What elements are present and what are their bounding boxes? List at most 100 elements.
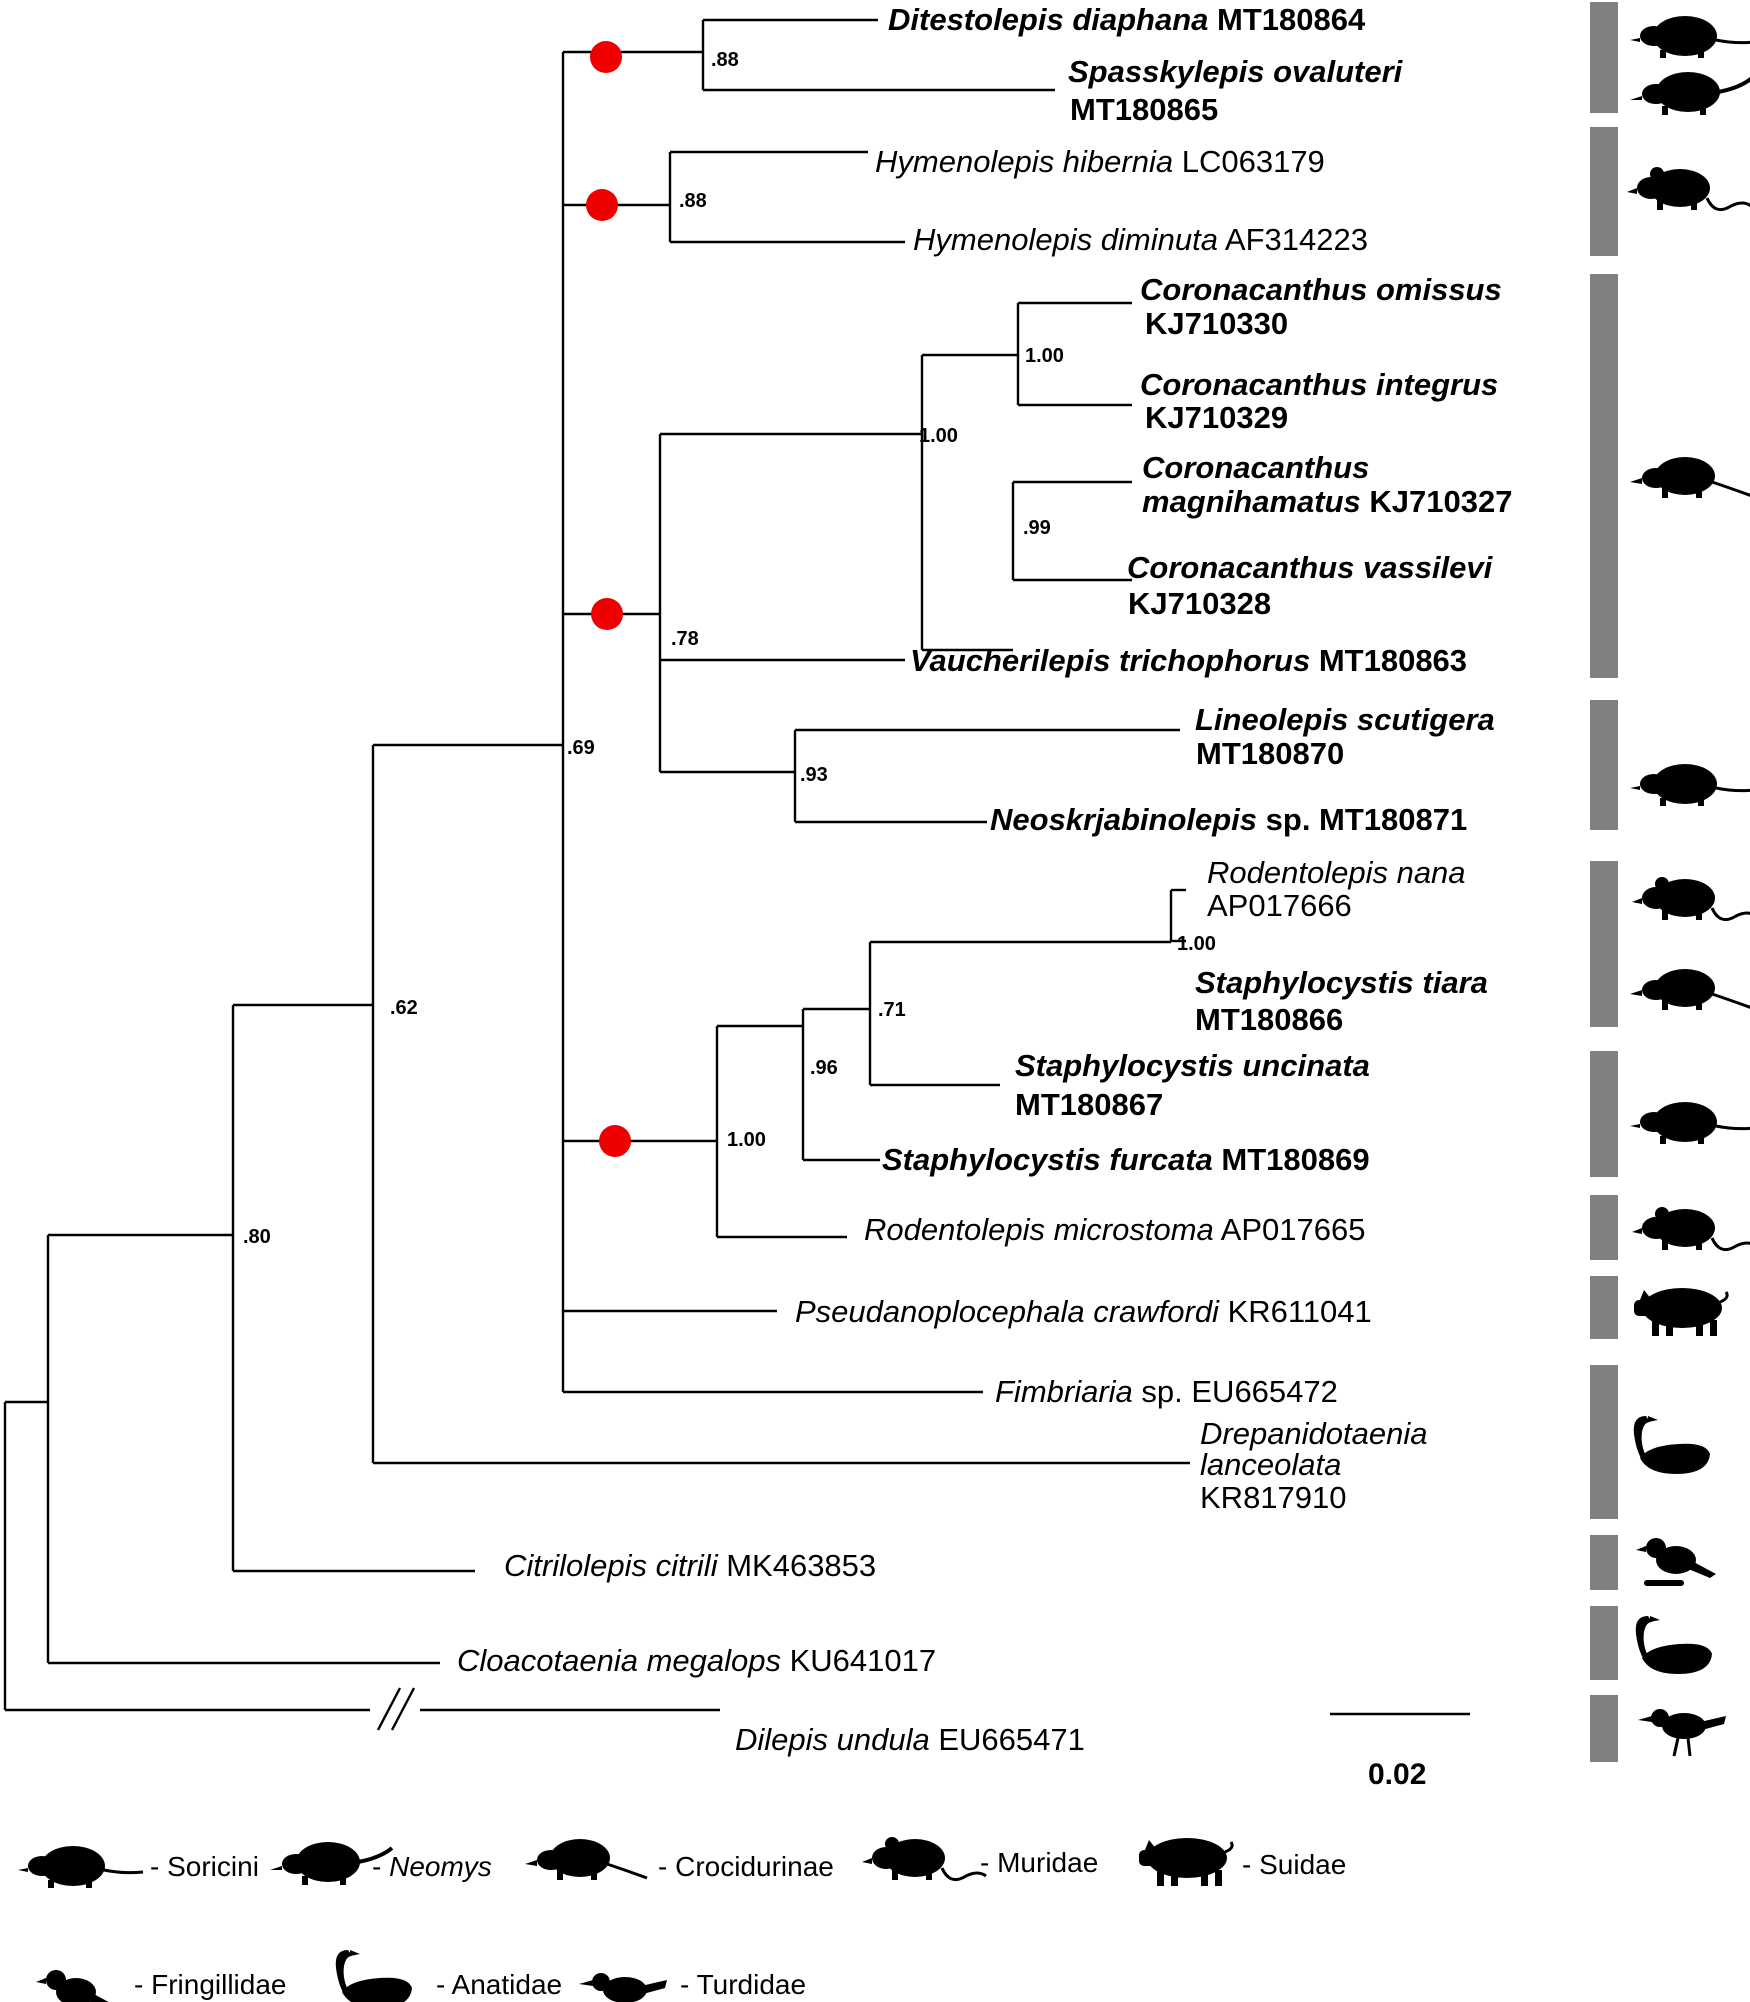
crocidurinae-shrew-icon <box>523 1837 649 1882</box>
scale-bar-label: 0.02 <box>1368 1758 1426 1791</box>
tip-label: Coronacanthus <box>1142 450 1369 485</box>
tip-label: Vaucherilepis trichophorus MT180863 <box>910 643 1467 678</box>
tip-accession: MT180865 <box>1070 92 1218 127</box>
host-bar <box>1590 127 1618 256</box>
legend-label: - Turdidae <box>680 1969 806 2000</box>
support-value: .78 <box>671 628 699 650</box>
host-bar <box>1590 1365 1618 1519</box>
crocidurinae-shrew-icon <box>1628 455 1750 500</box>
support-value: 1.00 <box>1025 345 1064 367</box>
support-value: .88 <box>679 190 707 212</box>
tip-label: Staphylocystis furcata MT180869 <box>882 1142 1370 1177</box>
support-value: .71 <box>878 999 906 1021</box>
tip-label: Citrilolepis citrili MK463853 <box>504 1548 876 1583</box>
tip-label: Coronacanthus omissus <box>1140 272 1502 307</box>
tip-label: Fimbriaria sp. EU665472 <box>995 1374 1338 1409</box>
node-marker <box>591 598 623 630</box>
tip-labels: Ditestolepis diaphana MT180864Spasskylep… <box>457 2 1512 1757</box>
tip-label: Hymenolepis diminuta AF314223 <box>913 222 1368 257</box>
scale-bar: 0.02 <box>1330 1712 1470 1791</box>
tip-accession: MT180870 <box>1196 736 1344 771</box>
turdidae-thrush-icon <box>1636 1707 1728 1758</box>
tree-branches <box>3 18 1190 1731</box>
support-value: 1.00 <box>919 425 958 447</box>
muridae-mouse-icon <box>1625 165 1750 212</box>
host-bar <box>1590 1606 1618 1680</box>
tip-label: Staphylocystis uncinata <box>1015 1048 1370 1083</box>
fringillidae-finch-icon <box>1636 1538 1716 1586</box>
support-value: .96 <box>810 1057 838 1079</box>
muridae-mouse-icon <box>860 1835 988 1882</box>
crocidurinae-shrew-icon <box>1628 967 1750 1012</box>
axis-break-mark <box>390 1687 416 1731</box>
tip-label: Hymenolepis hibernia LC063179 <box>875 144 1325 179</box>
tip-accession: KJ710329 <box>1145 400 1288 435</box>
soricini-shrew-icon <box>1628 1100 1750 1146</box>
support-value: .88 <box>711 49 739 71</box>
tip-label: Pseudanoplocephala crawfordi KR611041 <box>795 1294 1372 1329</box>
node-marker <box>599 1125 631 1157</box>
support-value: .69 <box>567 737 595 759</box>
tip-accession: MT180867 <box>1015 1087 1163 1122</box>
axis-break-mark <box>376 1687 402 1731</box>
legend-label: - Anatidae <box>436 1969 562 2000</box>
node-marker <box>586 189 618 221</box>
tip-label: Dilepis undula EU665471 <box>735 1722 1085 1757</box>
tip-accession: AP017666 <box>1207 888 1352 923</box>
host-bar <box>1590 274 1618 678</box>
suidae-pig-icon <box>1632 1286 1729 1338</box>
tip-label: Drepanidotaenia <box>1200 1416 1428 1451</box>
legend-label: - Muridae <box>980 1847 1098 1878</box>
fringillidae-finch-icon <box>36 1970 116 2002</box>
soricini-shrew-icon <box>1628 14 1750 60</box>
tip-label: Neoskrjabinolepis sp. MT180871 <box>990 802 1467 837</box>
tip-label: Rodentolepis nana <box>1207 855 1466 890</box>
node-marker <box>590 41 622 73</box>
neomys-shrew-icon <box>1628 70 1750 117</box>
tip-label: Coronacanthus integrus <box>1140 367 1498 402</box>
host-bar <box>1590 1195 1618 1260</box>
muridae-mouse-icon <box>1630 1205 1750 1252</box>
anatidae-swan-icon <box>335 1950 412 2002</box>
tip-label: Rodentolepis microstoma AP017665 <box>864 1212 1365 1247</box>
host-bars <box>1590 2 1618 1762</box>
legend-label: - Soricini <box>150 1851 259 1882</box>
host-bar <box>1590 1535 1618 1590</box>
tip-label: Staphylocystis tiara <box>1195 965 1488 1000</box>
anatidae-swan-icon <box>1633 1416 1710 1474</box>
legend-label: - Fringillidae <box>134 1969 287 2000</box>
tip-accession: KJ710328 <box>1128 586 1271 621</box>
tip-label: magnihamatus KJ710327 <box>1142 484 1512 519</box>
tip-accession: KR817910 <box>1200 1480 1347 1515</box>
tip-label: Cloacotaenia megalops KU641017 <box>457 1643 936 1678</box>
host-legend: - Soricini - Neomys - Crocidurinae - Murida… <box>16 1835 1346 2002</box>
support-value: 1.00 <box>1177 933 1216 955</box>
support-value: .99 <box>1023 517 1051 539</box>
node-markers <box>586 41 631 1157</box>
host-bar <box>1590 1051 1618 1177</box>
legend-label: - Crocidurinae <box>658 1851 834 1882</box>
legend-label: - Suidae <box>1242 1849 1346 1880</box>
support-value: .93 <box>800 764 828 786</box>
host-bar <box>1590 1695 1618 1762</box>
suidae-pig-icon <box>1137 1836 1234 1888</box>
turdidae-thrush-icon <box>577 1971 669 2002</box>
host-bar <box>1590 700 1618 830</box>
host-bar <box>1590 1276 1618 1339</box>
tip-label: Coronacanthus vassilevi <box>1127 550 1494 585</box>
tip-accession: KJ710330 <box>1145 306 1288 341</box>
soricini-shrew-icon <box>16 1844 145 1890</box>
legend-label: - Neomys <box>372 1851 492 1882</box>
support-value: 1.00 <box>727 1129 766 1151</box>
support-values: .88 .88 1.00 1.00 .99 .78 .93 1.00 .71 .96 1.00 .69… <box>243 49 1216 1248</box>
host-bar <box>1590 861 1618 1027</box>
host-icons <box>1625 14 1750 1758</box>
tip-label: Ditestolepis diaphana MT180864 <box>888 2 1366 37</box>
soricini-shrew-icon <box>1628 762 1750 808</box>
tip-accession: MT180866 <box>1195 1002 1343 1037</box>
host-bar <box>1590 2 1618 113</box>
support-value: .62 <box>390 997 418 1019</box>
tip-label: Spasskylepis ovaluteri <box>1068 54 1404 89</box>
tip-label: lanceolata <box>1200 1447 1341 1482</box>
